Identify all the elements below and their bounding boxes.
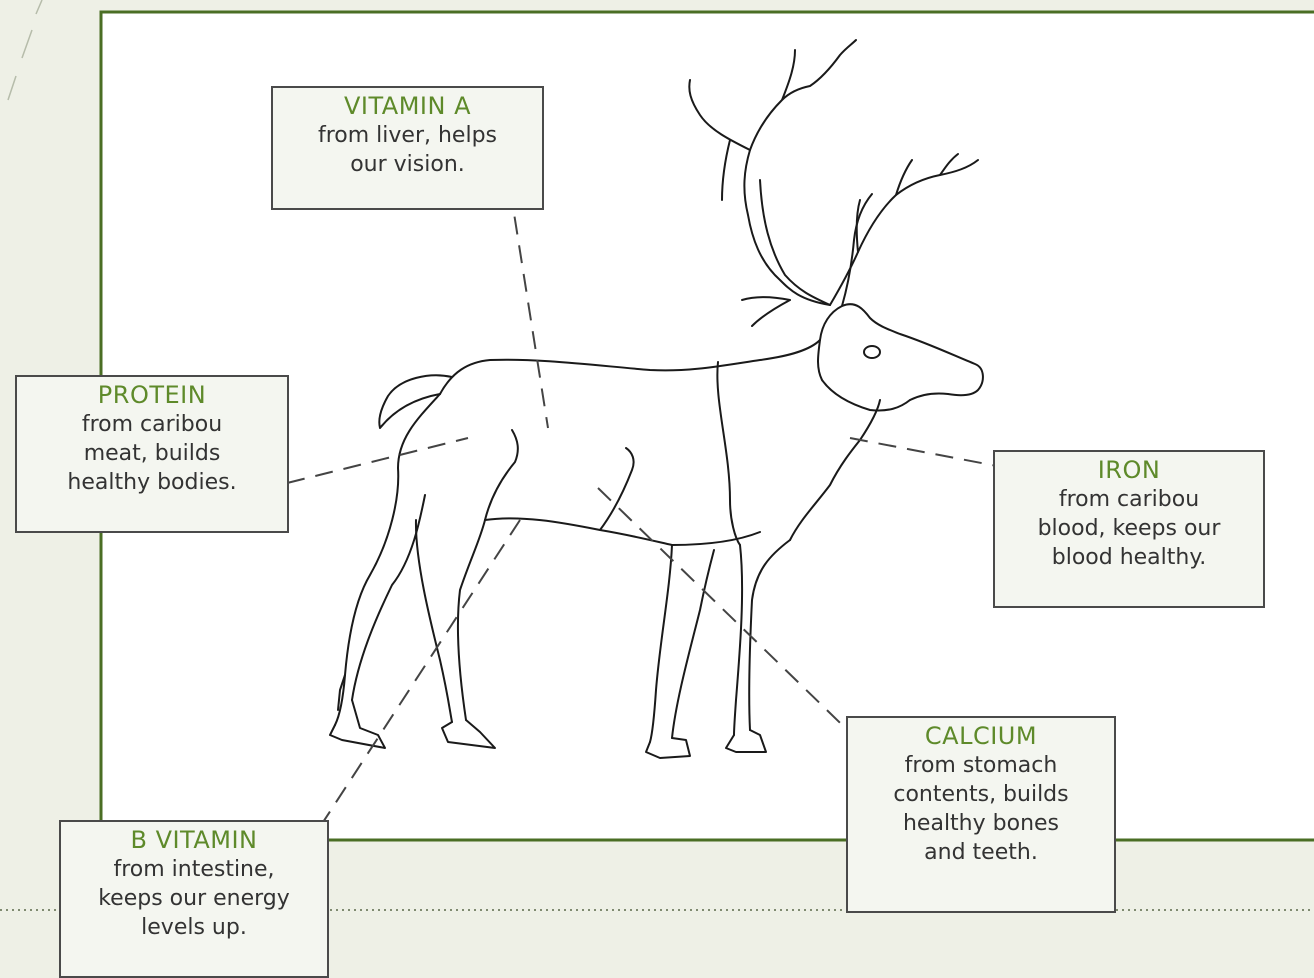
callout-text-line: contents, builds	[854, 780, 1108, 809]
callout-text-line: healthy bodies.	[23, 468, 281, 497]
callout-title: VITAMIN A	[279, 92, 536, 121]
callout-vitamin-a: VITAMIN A from liver, helps our vision.	[271, 86, 544, 210]
callout-text-line: and teeth.	[854, 838, 1108, 867]
callout-text-line: blood healthy.	[1001, 543, 1257, 572]
callout-text-line: levels up.	[67, 913, 321, 942]
callout-title: B VITAMIN	[67, 826, 321, 855]
decorative-dash-marks	[8, 0, 42, 100]
callout-text-line: from stomach	[854, 751, 1108, 780]
callout-iron: IRON from caribou blood, keeps our blood…	[993, 450, 1265, 608]
callout-title: PROTEIN	[23, 381, 281, 410]
callout-title: CALCIUM	[854, 722, 1108, 751]
callout-text-line: blood, keeps our	[1001, 514, 1257, 543]
callout-title: IRON	[1001, 456, 1257, 485]
callout-text-line: from caribou	[1001, 485, 1257, 514]
callout-text-line: from intestine,	[67, 855, 321, 884]
callout-text-line: meat, builds	[23, 439, 281, 468]
callout-b-vitamin: B VITAMIN from intestine, keeps our ener…	[59, 820, 329, 978]
callout-text-line: keeps our energy	[67, 884, 321, 913]
callout-text-line: from liver, helps	[279, 121, 536, 150]
callout-calcium: CALCIUM from stomach contents, builds he…	[846, 716, 1116, 913]
callout-text-line: from caribou	[23, 410, 281, 439]
callout-text-line: our vision.	[279, 150, 536, 179]
callout-protein: PROTEIN from caribou meat, builds health…	[15, 375, 289, 533]
callout-text-line: healthy bones	[854, 809, 1108, 838]
